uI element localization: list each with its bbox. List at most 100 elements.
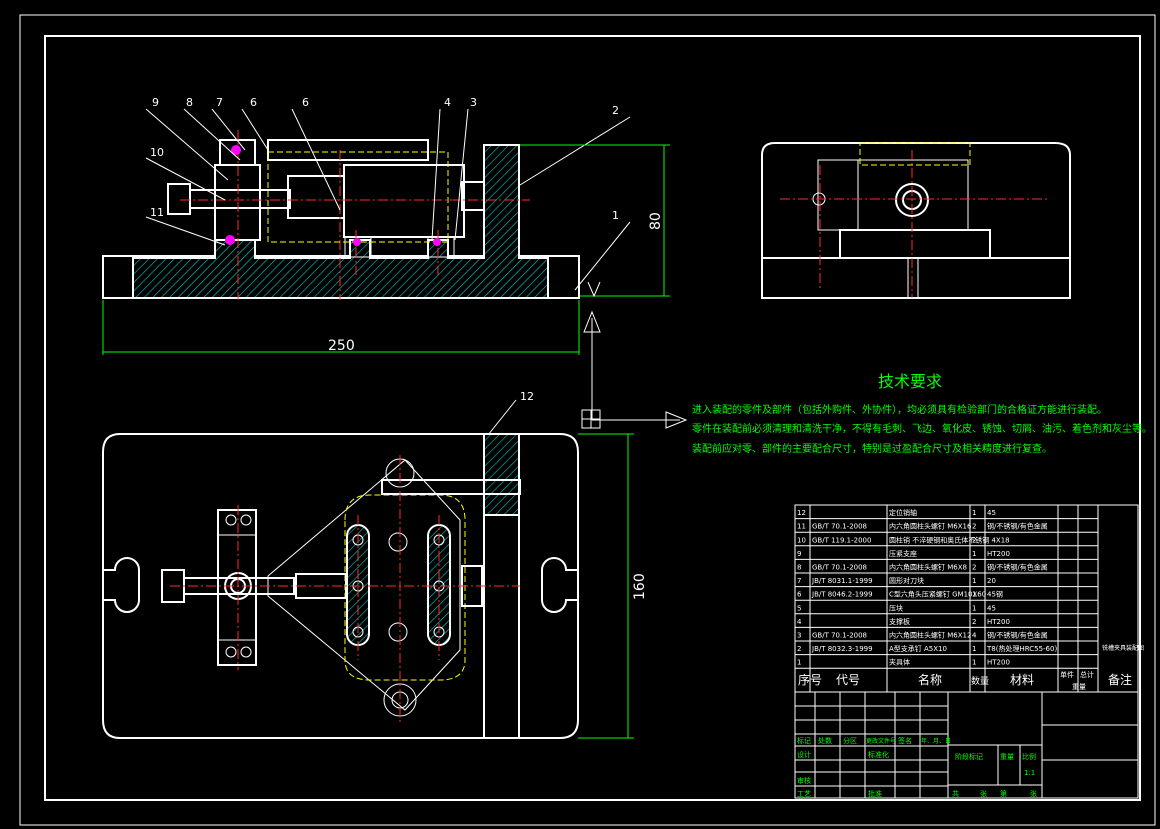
- bom-cell-no: 1: [797, 659, 801, 667]
- support-plate-left: [344, 236, 372, 258]
- bom-hdr-no: 序号: [798, 672, 822, 687]
- support-plate-right: [427, 236, 455, 258]
- support-hole-side: [895, 183, 929, 217]
- bom-cell-name: 夹具体: [889, 658, 910, 667]
- bom-cell-no: 6: [797, 591, 802, 599]
- sheet-border-outer: [19, 14, 1156, 826]
- tb-review: 审核: [797, 776, 811, 785]
- tb-scale-value: 1:1: [1024, 769, 1035, 777]
- bom-cell-material: HT200: [987, 618, 1010, 626]
- tb-stage: 阶段标记: [955, 752, 983, 761]
- bom-cell-material: 钢/不锈钢/有色金属: [987, 522, 1048, 531]
- bom-cell-material: 20: [987, 577, 996, 585]
- tb-process: 工艺: [797, 790, 811, 798]
- screw-marker: [231, 145, 241, 155]
- tb-sheet-total: 共: [952, 789, 959, 798]
- bom-cell-no: 7: [797, 577, 801, 585]
- bom-cell-qty: 1: [972, 591, 976, 599]
- bom-cell-name: 支撑板: [889, 617, 910, 626]
- screw-marker: [353, 238, 361, 246]
- tech-line-3: 装配前应对零、部件的主要配合尺寸，特别是过盈配合尺寸及相关精度进行复查。: [692, 442, 1052, 455]
- bom-cell-name: 圆柱销 不淬硬钢和奥氏体不锈钢 4X18: [889, 535, 1010, 544]
- pressure-block-front: [287, 175, 345, 219]
- label-7: 7: [216, 96, 223, 109]
- bom-cell-material: T8(热处理HRC55-60): [986, 644, 1057, 653]
- part-labels: 9 8 7 6 6 4 3 2 1 10 11 12: [150, 96, 619, 403]
- bom-cell-code: GB/T 70.1-2008: [812, 564, 867, 572]
- bom-cell-material: HT200: [987, 659, 1010, 667]
- label-3: 3: [470, 96, 477, 109]
- bom-cell-qty: 2: [972, 618, 976, 626]
- bom-cell-name: 圆形对刀块: [889, 576, 924, 585]
- side-view: [761, 142, 1071, 299]
- tb-approve: 批准: [868, 789, 882, 798]
- tb-weight: 重量: [1000, 753, 1014, 761]
- bom-hdr-weight: 重量: [1072, 683, 1086, 691]
- label-11: 11: [150, 206, 164, 219]
- screw-head-front: [167, 183, 191, 215]
- bom-hdr-qty: 数量: [971, 675, 989, 687]
- bom-table: [794, 504, 1139, 693]
- bom-cell-no: 8: [797, 564, 801, 572]
- clamp-screw-front: [189, 189, 291, 209]
- top-plate-front: [267, 139, 429, 161]
- tb-sheet-of: 张: [1030, 789, 1037, 798]
- rev-zone: 分区: [843, 736, 857, 745]
- fixture-plate-top: [344, 494, 466, 681]
- ucs-icon: [581, 310, 688, 429]
- rev-count: 处数: [818, 736, 832, 745]
- bom-cell-qty: 1: [972, 604, 976, 612]
- tb-scale: 比例: [1022, 752, 1036, 761]
- dimension-80: 80: [520, 144, 670, 297]
- bom-cell-no: 4: [797, 618, 802, 626]
- clamp-support-top: [217, 509, 257, 666]
- label-6b: 6: [302, 96, 309, 109]
- bom-cell-material: 45: [987, 509, 996, 517]
- bom-cell-qty: 1: [972, 659, 976, 667]
- dimension-width: 160: [632, 573, 648, 600]
- rev-doc: 更改文件号: [866, 737, 896, 745]
- bom-cell-no: 5: [797, 604, 801, 612]
- bom-cell-material: HT200: [987, 550, 1010, 558]
- bom-hdr-total: 总计: [1080, 670, 1094, 679]
- bom-cell-qty: 2: [972, 564, 976, 572]
- bom-cell-name: 内六角圆柱头螺钉 M6X12: [889, 631, 971, 640]
- support-pin-front: [461, 181, 485, 211]
- label-1: 1: [612, 209, 619, 222]
- sheet-border-inner: [44, 35, 1141, 801]
- label-10: 10: [150, 146, 164, 159]
- slot-right: [541, 557, 578, 613]
- bom-cell-name: A型支承钉 A5X10: [889, 644, 947, 653]
- bom-cell-code: GB/T 70.1-2008: [812, 523, 867, 531]
- dimension-height: 80: [648, 212, 664, 230]
- bom-cell-code: JB/T 8031.1-1999: [811, 577, 873, 585]
- screw-marker: [225, 235, 235, 245]
- surface-finish-symbol: [587, 281, 601, 298]
- workpiece-front: [343, 164, 465, 238]
- bom-cell-qty: 1: [972, 577, 976, 585]
- part-leaders: [145, 108, 631, 441]
- bom-cell-name: 定位销轴: [889, 508, 917, 517]
- label-9: 9: [152, 96, 159, 109]
- rev-mark: 标记: [797, 736, 811, 745]
- dimension-250: 250: [102, 300, 580, 355]
- slot-left: [103, 557, 140, 613]
- bom-hdr-remark: 备注: [1108, 672, 1132, 687]
- bom-cell-no: 12: [797, 509, 806, 517]
- tech-title: 技术要求: [878, 372, 942, 391]
- bom-cell-name: 压紧支座: [889, 549, 917, 558]
- front-view: [102, 130, 580, 300]
- bom-cell-name: 内六角圆柱头螺钉 M6X16: [889, 522, 972, 531]
- technical-requirements: 技术要求 进入装配的零件及部件（包括外购件、外协件），均必须具有检验部门的合格证…: [692, 372, 1152, 455]
- bom-cell-no: 2: [797, 645, 801, 653]
- label-8: 8: [186, 96, 193, 109]
- bom-cell-code: JB/T 8046.2-1999: [811, 591, 873, 599]
- tb-sheet-no: 第: [1000, 789, 1007, 798]
- locating-pin-top: [381, 479, 521, 495]
- bom-cell-no: 11: [797, 523, 806, 531]
- label-4: 4: [444, 96, 451, 109]
- bom-cell-qty: 2: [972, 536, 976, 544]
- bom-cell-code: GB/T 119.1-2000: [812, 536, 871, 544]
